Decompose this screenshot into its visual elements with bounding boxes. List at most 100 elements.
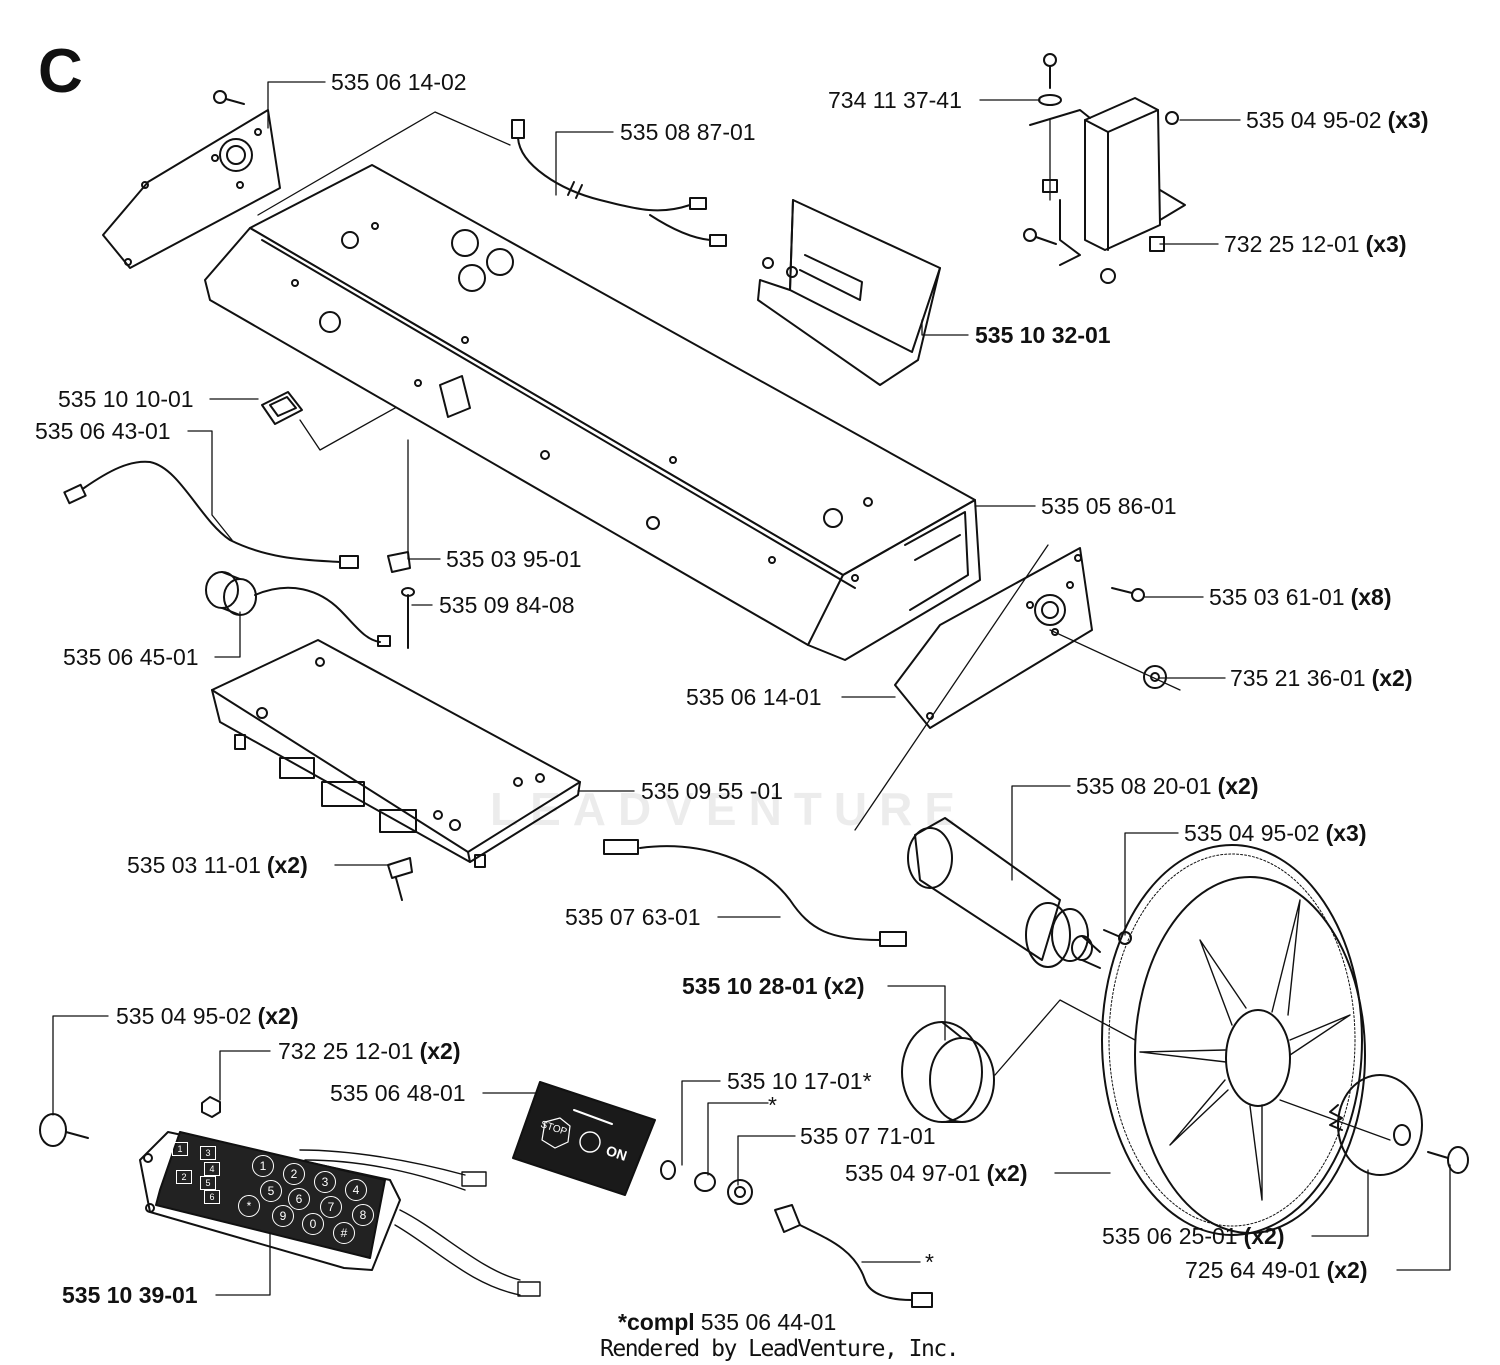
screw-plate-fasteners bbox=[1111, 587, 1145, 602]
part-label[interactable]: 535 07 63-01 bbox=[565, 906, 707, 929]
part-number: 535 10 28-01 bbox=[682, 973, 818, 999]
part-label[interactable]: 535 10 32-01 bbox=[975, 324, 1117, 347]
toggle-switch-assembly bbox=[660, 1160, 933, 1308]
keypad-key[interactable]: 0 bbox=[302, 1213, 324, 1235]
part-label[interactable]: 535 06 14-01 bbox=[686, 686, 828, 709]
part-number: 735 21 36-01 bbox=[1230, 665, 1366, 691]
sensor-cable bbox=[63, 460, 359, 569]
hub-screw bbox=[1427, 1146, 1469, 1174]
part-label[interactable]: 535 04 95-02(x2) bbox=[116, 1005, 298, 1028]
part-number: * bbox=[768, 1092, 777, 1118]
keypad-side-key[interactable]: 6 bbox=[204, 1190, 220, 1204]
part-label[interactable]: 535 03 11-01(x2) bbox=[127, 854, 308, 877]
part-number: 535 06 25-01 bbox=[1102, 1223, 1238, 1249]
part-number: * bbox=[925, 1249, 934, 1275]
part-number: 535 04 95-02 bbox=[1184, 820, 1320, 846]
keypad-key[interactable]: 3 bbox=[314, 1171, 336, 1193]
part-label[interactable]: 535 10 39-01 bbox=[62, 1284, 204, 1307]
keypad-key[interactable]: 5 bbox=[260, 1180, 282, 1202]
quantity: (x2) bbox=[419, 1038, 461, 1064]
part-number: 535 08 20-01 bbox=[1076, 773, 1212, 799]
part-label[interactable]: 535 09 84-08 bbox=[439, 594, 581, 617]
keypad-side-key[interactable]: 1 bbox=[172, 1142, 188, 1156]
part-label[interactable]: 732 25 12-01(x2) bbox=[278, 1040, 460, 1063]
keypad-bolt bbox=[39, 1113, 89, 1147]
keypad-key[interactable]: 2 bbox=[283, 1163, 305, 1185]
part-label[interactable]: 535 10 10-01 bbox=[58, 388, 200, 411]
keypad-side-key[interactable]: 4 bbox=[204, 1162, 220, 1176]
part-number: 535 04 97-01 bbox=[845, 1160, 981, 1186]
part-label[interactable]: 735 21 36-01(x2) bbox=[1230, 667, 1412, 690]
part-label[interactable]: 535 06 25-01(x2) bbox=[1102, 1225, 1284, 1248]
render-credit: Rendered by LeadVenture, Inc. bbox=[600, 1336, 960, 1362]
part-label[interactable]: 535 06 48-01 bbox=[330, 1082, 472, 1105]
keypad-side-key[interactable]: 5 bbox=[200, 1176, 216, 1190]
part-number: 535 06 45-01 bbox=[63, 644, 199, 670]
part-label[interactable]: 535 04 97-01(x2) bbox=[845, 1162, 1027, 1185]
ribbon-cable-connector bbox=[603, 839, 907, 947]
part-label[interactable]: 535 06 14-02 bbox=[331, 71, 473, 94]
keypad-side-key[interactable]: 2 bbox=[176, 1170, 192, 1184]
part-number: 535 06 14-01 bbox=[686, 684, 822, 710]
board-clip bbox=[387, 857, 413, 901]
section-letter: C bbox=[38, 37, 83, 106]
part-label[interactable]: 535 06 45-01 bbox=[63, 646, 205, 669]
part-number: 725 64 49-01 bbox=[1185, 1257, 1321, 1283]
part-number: 535 04 95-02 bbox=[1246, 107, 1382, 133]
part-label[interactable]: 535 10 28-01(x2) bbox=[682, 975, 864, 998]
part-label[interactable]: 732 25 12-01(x3) bbox=[1224, 233, 1406, 256]
quantity: (x2) bbox=[266, 852, 308, 878]
terminal-lug bbox=[387, 551, 411, 573]
star-washer bbox=[1143, 665, 1167, 689]
part-label[interactable]: 535 05 86-01 bbox=[1041, 495, 1183, 518]
keypad-key[interactable]: 9 bbox=[272, 1205, 294, 1227]
end-plate-left bbox=[102, 90, 281, 269]
part-label[interactable]: 725 64 49-01(x2) bbox=[1185, 1259, 1367, 1282]
contact-pin bbox=[401, 587, 415, 649]
part-number: 535 07 63-01 bbox=[565, 904, 701, 930]
part-label[interactable]: 535 04 95-02(x3) bbox=[1184, 822, 1366, 845]
part-number: 732 25 12-01 bbox=[1224, 231, 1360, 257]
keypad-key[interactable]: # bbox=[333, 1222, 355, 1244]
keypad-key[interactable]: 4 bbox=[345, 1179, 367, 1201]
part-number: 535 06 48-01 bbox=[330, 1080, 466, 1106]
compl-part-number: 535 06 44-01 bbox=[700, 1309, 837, 1335]
stop-on-decal bbox=[512, 1081, 656, 1196]
part-label[interactable]: 535 03 61-01(x8) bbox=[1209, 586, 1391, 609]
part-number: 535 04 95-02 bbox=[116, 1003, 252, 1029]
part-number: 535 06 43-01 bbox=[35, 418, 171, 444]
part-number: 535 10 17-01* bbox=[727, 1068, 872, 1094]
keypad-key[interactable]: * bbox=[238, 1195, 260, 1217]
part-label[interactable]: 535 10 17-01* bbox=[727, 1070, 878, 1093]
keypad-key[interactable]: 1 bbox=[252, 1155, 274, 1177]
circuit-board bbox=[211, 639, 581, 868]
part-label[interactable]: 535 07 71-01 bbox=[800, 1125, 942, 1148]
part-label[interactable]: 535 04 95-02(x3) bbox=[1246, 109, 1428, 132]
end-plate-right bbox=[894, 547, 1093, 729]
keypad-nut bbox=[201, 1096, 221, 1118]
large-wheel bbox=[1101, 844, 1366, 1236]
keypad-side-key[interactable]: 3 bbox=[200, 1146, 216, 1160]
part-number: 535 10 10-01 bbox=[58, 386, 194, 412]
part-label[interactable]: * bbox=[925, 1251, 940, 1274]
part-label[interactable]: 535 08 20-01(x2) bbox=[1076, 775, 1258, 798]
part-label[interactable]: 535 03 95-01 bbox=[446, 548, 588, 571]
part-label[interactable]: 535 09 55 -01 bbox=[641, 780, 789, 803]
part-label[interactable]: * bbox=[768, 1094, 783, 1117]
rotary-knob-switch bbox=[205, 571, 391, 647]
quantity: (x2) bbox=[257, 1003, 299, 1029]
main-cover-housing bbox=[204, 164, 981, 661]
part-label[interactable]: 535 08 87-01 bbox=[620, 121, 762, 144]
idler-drum bbox=[901, 1021, 995, 1123]
part-number: 535 03 95-01 bbox=[446, 546, 582, 572]
keypad-key[interactable]: 7 bbox=[320, 1196, 342, 1218]
keypad-key[interactable]: 8 bbox=[352, 1204, 374, 1226]
keypad-key[interactable]: 6 bbox=[288, 1188, 310, 1210]
part-label[interactable]: 734 11 37-41 bbox=[828, 89, 968, 112]
wire-harness-top bbox=[511, 119, 727, 247]
part-label[interactable]: 535 06 43-01 bbox=[35, 420, 177, 443]
quantity: (x3) bbox=[1325, 820, 1367, 846]
